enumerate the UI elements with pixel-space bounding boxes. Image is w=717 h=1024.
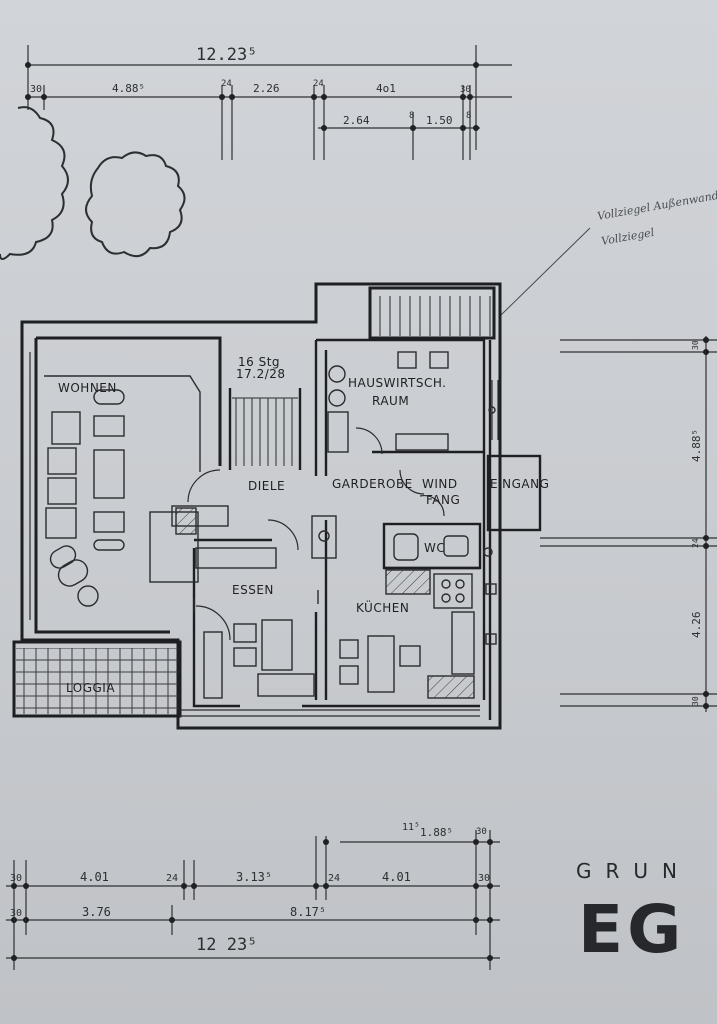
interior-stair bbox=[232, 397, 298, 466]
dim-bottom-b7: 30 bbox=[478, 873, 490, 884]
dim-bottom-b5: 24 bbox=[328, 873, 340, 884]
dim-top-11: 8 bbox=[466, 111, 471, 121]
utility-room-fixtures bbox=[327, 351, 449, 453]
bottom-total-dimension: 12 23⁵ bbox=[196, 935, 257, 955]
dim-right-5: 30 bbox=[691, 696, 700, 706]
tree-symbols bbox=[0, 106, 186, 260]
handwritten-note-1: Vollziegel Außenwand bbox=[596, 189, 717, 223]
dim-top-1: 30 bbox=[30, 84, 42, 95]
dim-top-2: 4.88⁵ bbox=[112, 82, 145, 95]
dim-bottom-b1: 30 bbox=[10, 873, 22, 884]
dining-furniture bbox=[195, 547, 315, 699]
dim-top-6: 4o1 bbox=[376, 82, 396, 95]
dim-bottom-a3: 30 bbox=[476, 827, 487, 837]
room-label-wohnen: WOHNEN bbox=[58, 381, 117, 395]
room-label-garderobe: GARDEROBE bbox=[332, 477, 413, 491]
right-dimension-ticks bbox=[703, 337, 709, 709]
dim-bottom-b6: 4.01 bbox=[382, 870, 411, 884]
living-room-furniture bbox=[44, 375, 229, 607]
dim-right-4: 4.26 bbox=[690, 612, 703, 639]
dim-top-8: 2.64 bbox=[343, 114, 370, 127]
exterior-stair bbox=[379, 296, 491, 336]
room-label-wc: WC bbox=[424, 541, 445, 555]
top-dimension-lines bbox=[25, 45, 512, 160]
dim-top-5: 24 bbox=[313, 79, 324, 89]
dim-bottom-b4: 3.13⁵ bbox=[236, 870, 272, 884]
right-dimension-lines bbox=[540, 336, 717, 712]
dim-top-3: 24 bbox=[221, 79, 232, 89]
room-label-kochen: KÜCHEN bbox=[356, 599, 409, 615]
top-total-dimension: 12.23⁵ bbox=[196, 45, 257, 65]
room-label-essen: ESSEN bbox=[232, 583, 274, 597]
room-label-fang: FANG bbox=[426, 493, 460, 507]
window-lines bbox=[29, 352, 499, 717]
room-label-loggia: LOGGIA bbox=[66, 681, 115, 695]
dim-bottom-a1: 11⁵ bbox=[402, 822, 420, 833]
bottom-dimension-ticks bbox=[11, 839, 493, 961]
wc-fixtures bbox=[393, 533, 493, 561]
dim-top-9: 8 bbox=[409, 111, 414, 121]
chimney-and-details bbox=[175, 406, 497, 645]
room-label-diele: DIELE bbox=[248, 479, 285, 493]
dim-bottom-b2: 4.01 bbox=[80, 870, 109, 884]
dim-bottom-b3: 24 bbox=[166, 873, 178, 884]
dim-bottom-c1: 30 bbox=[10, 908, 22, 919]
room-label-eingang: EINGANG bbox=[490, 477, 549, 491]
loggia-floor-tiles bbox=[16, 648, 178, 714]
top-dimension-ticks bbox=[25, 62, 479, 131]
stair-note-2: 17.2/28 bbox=[236, 367, 286, 381]
dim-bottom-a2: 1.88⁵ bbox=[420, 826, 453, 839]
kitchen-furniture bbox=[339, 569, 475, 699]
handwritten-note-2: Vollziegel bbox=[600, 226, 655, 248]
room-label-hauswirtsch: HAUSWIRTSCH. bbox=[348, 376, 446, 390]
room-label-raum: RAUM bbox=[372, 394, 409, 408]
room-label-wind: WIND bbox=[422, 477, 458, 491]
interior-walls bbox=[192, 338, 542, 720]
dim-top-4: 2.26 bbox=[253, 82, 280, 95]
note-leader-line bbox=[499, 227, 591, 317]
dim-right-1: 30 bbox=[691, 340, 700, 350]
door-swings bbox=[187, 427, 445, 641]
dim-top-10: 1.50 bbox=[426, 114, 453, 127]
grun-label: GRUN bbox=[576, 859, 691, 883]
stair-note-1: 16 Stg bbox=[238, 355, 280, 369]
dim-right-2: 4.88⁵ bbox=[690, 429, 703, 462]
dim-bottom-c3: 8.17⁵ bbox=[290, 905, 326, 919]
dim-right-3: 24 bbox=[691, 538, 700, 548]
dim-top-7: 30 bbox=[460, 85, 471, 95]
floor-label: EG bbox=[578, 891, 685, 968]
dim-bottom-c2: 3.76 bbox=[82, 905, 111, 919]
